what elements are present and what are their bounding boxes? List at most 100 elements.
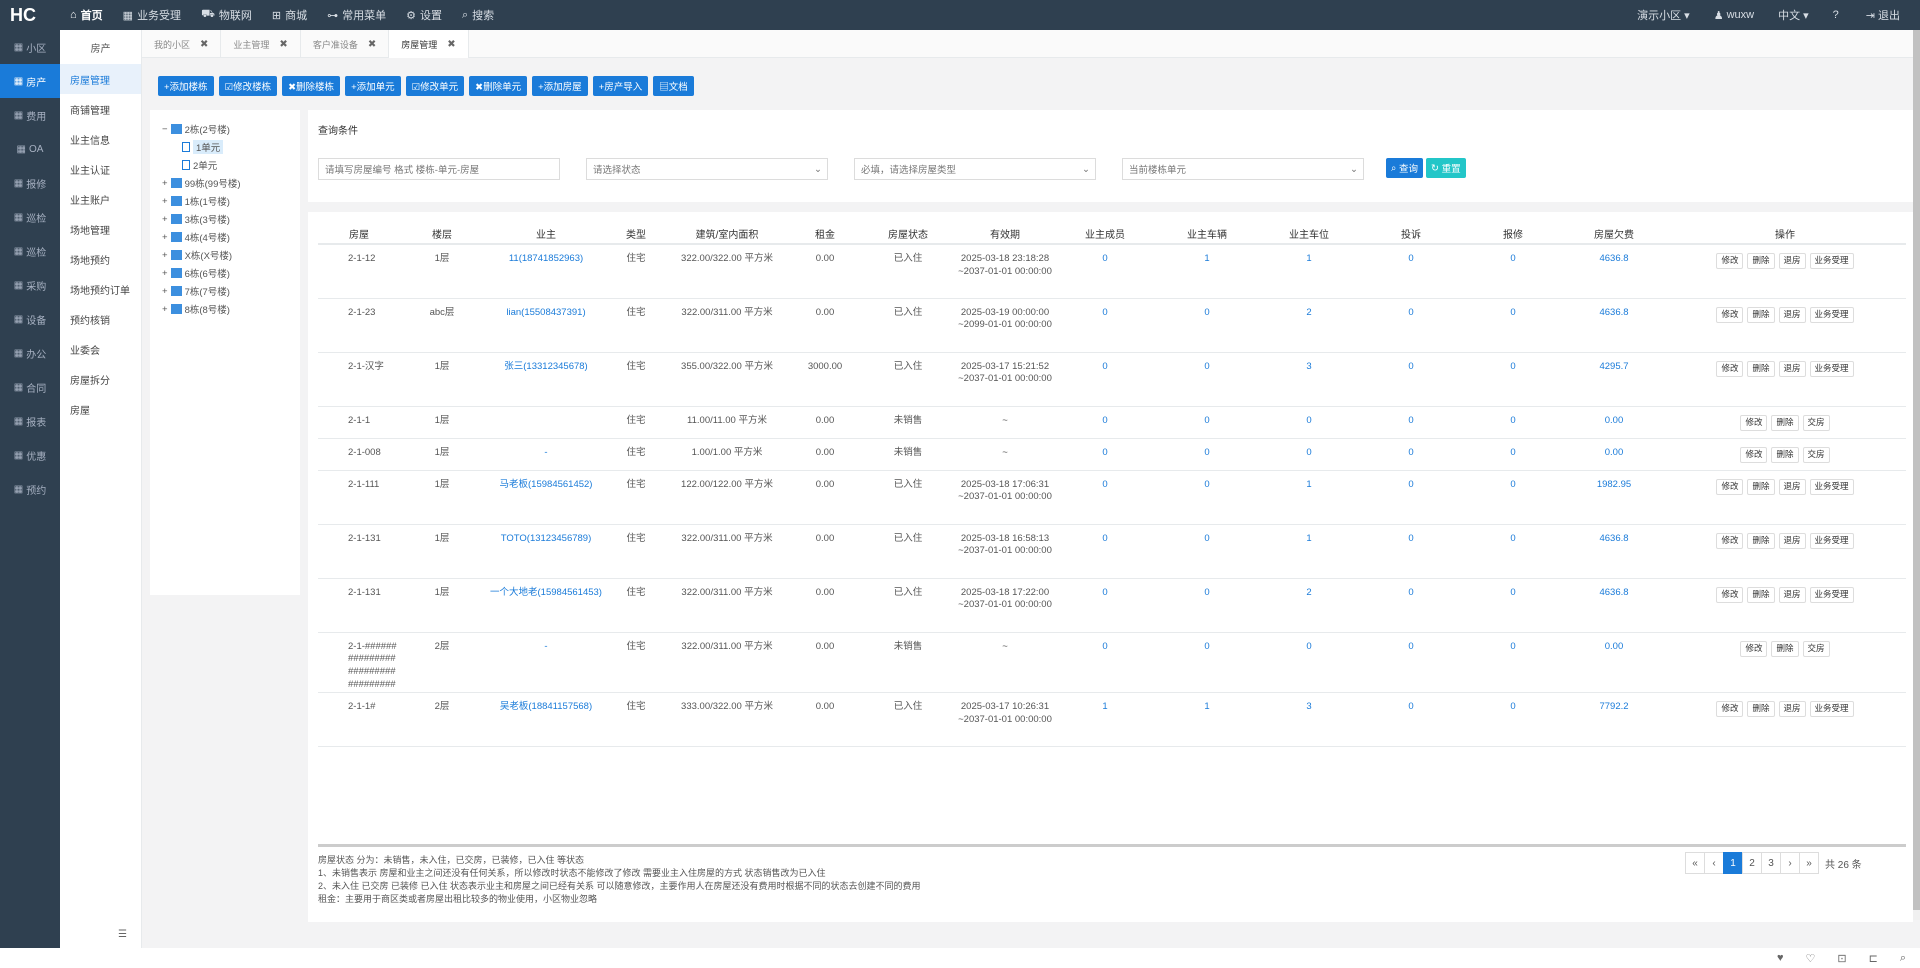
- cell-owner[interactable]: 吴老板(18841157568): [484, 692, 608, 747]
- cell-cars[interactable]: 1: [1156, 692, 1258, 747]
- tree-node[interactable]: +99栋(99号楼): [162, 174, 288, 192]
- operation-button[interactable]: 修改: [1716, 478, 1744, 495]
- sidebar-item-12[interactable]: ▦优惠: [0, 438, 60, 472]
- tree-toggle-icon[interactable]: +: [162, 231, 168, 243]
- cell-repairs[interactable]: 0: [1462, 692, 1564, 747]
- cell-repairs[interactable]: 0: [1462, 298, 1564, 353]
- cell-repairs[interactable]: 0: [1462, 352, 1564, 407]
- cell-owner[interactable]: [484, 406, 608, 439]
- sub-menu-item[interactable]: 房屋拆分: [70, 375, 110, 387]
- tree-node[interactable]: −2栋(2号楼): [162, 120, 288, 138]
- app-logo[interactable]: HC: [10, 4, 36, 25]
- top-nav-0[interactable]: ⌂首页: [60, 0, 113, 30]
- sidebar-item-4[interactable]: ▦报修: [0, 166, 60, 200]
- operation-button[interactable]: 删除: [1747, 532, 1775, 549]
- horizontal-scrollbar[interactable]: [318, 844, 1906, 847]
- cell-cars[interactable]: 0: [1156, 298, 1258, 353]
- operation-button[interactable]: 修改: [1716, 360, 1744, 377]
- cell-complaints[interactable]: 0: [1360, 692, 1462, 747]
- cell-arrears[interactable]: 4636.8: [1564, 524, 1664, 579]
- sub-menu-item[interactable]: 业委会: [70, 345, 100, 357]
- sidebar-item-5[interactable]: ▦巡检: [0, 200, 60, 234]
- action-button-8[interactable]: ▤文档: [653, 76, 694, 96]
- tree-node[interactable]: 2单元: [162, 156, 288, 174]
- cell-complaints[interactable]: 0: [1360, 352, 1462, 407]
- operation-button[interactable]: 修改: [1740, 640, 1768, 657]
- operation-button[interactable]: 修改: [1716, 700, 1744, 717]
- sidebar-item-0[interactable]: ▦小区: [0, 30, 60, 64]
- cell-cars[interactable]: 0: [1156, 578, 1258, 633]
- operation-button[interactable]: 删除: [1747, 360, 1775, 377]
- sub-menu-item[interactable]: 业主信息: [70, 135, 110, 147]
- cell-repairs[interactable]: 0: [1462, 578, 1564, 633]
- cell-owner[interactable]: TOTO(13123456789): [484, 524, 608, 579]
- top-right-community-selector[interactable]: 演示小区 ▾: [1625, 7, 1702, 23]
- cell-spaces[interactable]: 2: [1258, 298, 1360, 353]
- pager-page[interactable]: 3: [1761, 852, 1781, 874]
- cell-members[interactable]: 0: [1054, 524, 1156, 579]
- cell-members[interactable]: 0: [1054, 470, 1156, 525]
- tree-node[interactable]: +7栋(7号楼): [162, 282, 288, 300]
- cell-members[interactable]: 0: [1054, 406, 1156, 439]
- cell-owner[interactable]: lian(15508437391): [484, 298, 608, 353]
- operation-button[interactable]: 修改: [1716, 586, 1744, 603]
- cell-repairs[interactable]: 0: [1462, 632, 1564, 693]
- sub-menu-item[interactable]: 房屋管理: [60, 64, 141, 94]
- bottom-tool-icon[interactable]: ♡: [1805, 952, 1816, 965]
- cell-spaces[interactable]: 1: [1258, 244, 1360, 299]
- operation-button[interactable]: 退房: [1778, 586, 1806, 603]
- pager-next[interactable]: ›: [1780, 852, 1800, 874]
- action-button-4[interactable]: ☑修改单元: [405, 76, 465, 96]
- tab-1[interactable]: 业主管理✖: [221, 30, 301, 58]
- cell-spaces[interactable]: 0: [1258, 632, 1360, 693]
- cell-owner[interactable]: 张三(13312345678): [484, 352, 608, 407]
- operation-button[interactable]: 退房: [1778, 253, 1806, 269]
- cell-cars[interactable]: 1: [1156, 244, 1258, 299]
- sidebar-item-3[interactable]: ▦OA: [0, 132, 60, 166]
- cell-arrears[interactable]: 0.00: [1564, 406, 1664, 439]
- cell-arrears[interactable]: 0.00: [1564, 438, 1664, 471]
- top-nav-4[interactable]: ⊶常用菜单: [317, 0, 396, 30]
- cell-arrears[interactable]: 4636.8: [1564, 298, 1664, 353]
- tree-toggle-icon[interactable]: +: [162, 303, 168, 315]
- cell-cars[interactable]: 0: [1156, 406, 1258, 439]
- cell-owner[interactable]: 马老板(15984561452): [484, 470, 608, 525]
- operation-button[interactable]: 业务受理: [1809, 478, 1854, 495]
- tree-toggle-icon[interactable]: +: [162, 213, 168, 225]
- sidebar-item-10[interactable]: ▦合同: [0, 370, 60, 404]
- search-button[interactable]: ⌕ 查询: [1386, 158, 1423, 178]
- operation-button[interactable]: 退房: [1778, 700, 1806, 717]
- operation-button[interactable]: 业务受理: [1809, 700, 1854, 717]
- operation-button[interactable]: 修改: [1716, 532, 1744, 549]
- action-button-5[interactable]: ✖删除单元: [469, 76, 528, 96]
- cell-members[interactable]: 0: [1054, 632, 1156, 693]
- tree-node[interactable]: 1单元: [162, 138, 288, 156]
- cell-arrears[interactable]: 4636.8: [1564, 578, 1664, 633]
- operation-button[interactable]: 退房: [1778, 532, 1806, 549]
- cell-spaces[interactable]: 3: [1258, 692, 1360, 747]
- tree-node[interactable]: +3栋(3号楼): [162, 210, 288, 228]
- sub-menu-item[interactable]: 房屋: [70, 405, 90, 417]
- tree-toggle-icon[interactable]: +: [162, 249, 168, 261]
- room-type-select[interactable]: 必填，请选择房屋类型⌄: [854, 158, 1096, 180]
- cell-cars[interactable]: 0: [1156, 470, 1258, 525]
- action-button-7[interactable]: +房产导入: [592, 76, 649, 96]
- cell-arrears[interactable]: 4295.7: [1564, 352, 1664, 407]
- cell-owner[interactable]: 11(18741852963): [484, 244, 608, 299]
- pager-page[interactable]: 2: [1742, 852, 1762, 874]
- bottom-tool-icon[interactable]: ⊡: [1837, 952, 1847, 965]
- cell-owner[interactable]: -: [484, 632, 608, 693]
- top-nav-5[interactable]: ⚙设置: [396, 0, 452, 30]
- operation-button[interactable]: 业务受理: [1809, 306, 1854, 323]
- cell-repairs[interactable]: 0: [1462, 470, 1564, 525]
- close-icon[interactable]: ✖: [447, 38, 456, 50]
- sidebar-item-11[interactable]: ▦报表: [0, 404, 60, 438]
- action-button-1[interactable]: ☑修改楼栋: [218, 76, 278, 96]
- operation-button[interactable]: 删除: [1771, 640, 1799, 657]
- vertical-scrollbar[interactable]: [1913, 30, 1920, 920]
- cell-arrears[interactable]: 4636.8: [1564, 244, 1664, 299]
- operation-button[interactable]: 删除: [1747, 478, 1775, 495]
- top-nav-1[interactable]: ▦业务受理: [113, 0, 191, 30]
- cell-arrears[interactable]: 7792.2: [1564, 692, 1664, 747]
- tree-node[interactable]: +X栋(X号楼): [162, 246, 288, 264]
